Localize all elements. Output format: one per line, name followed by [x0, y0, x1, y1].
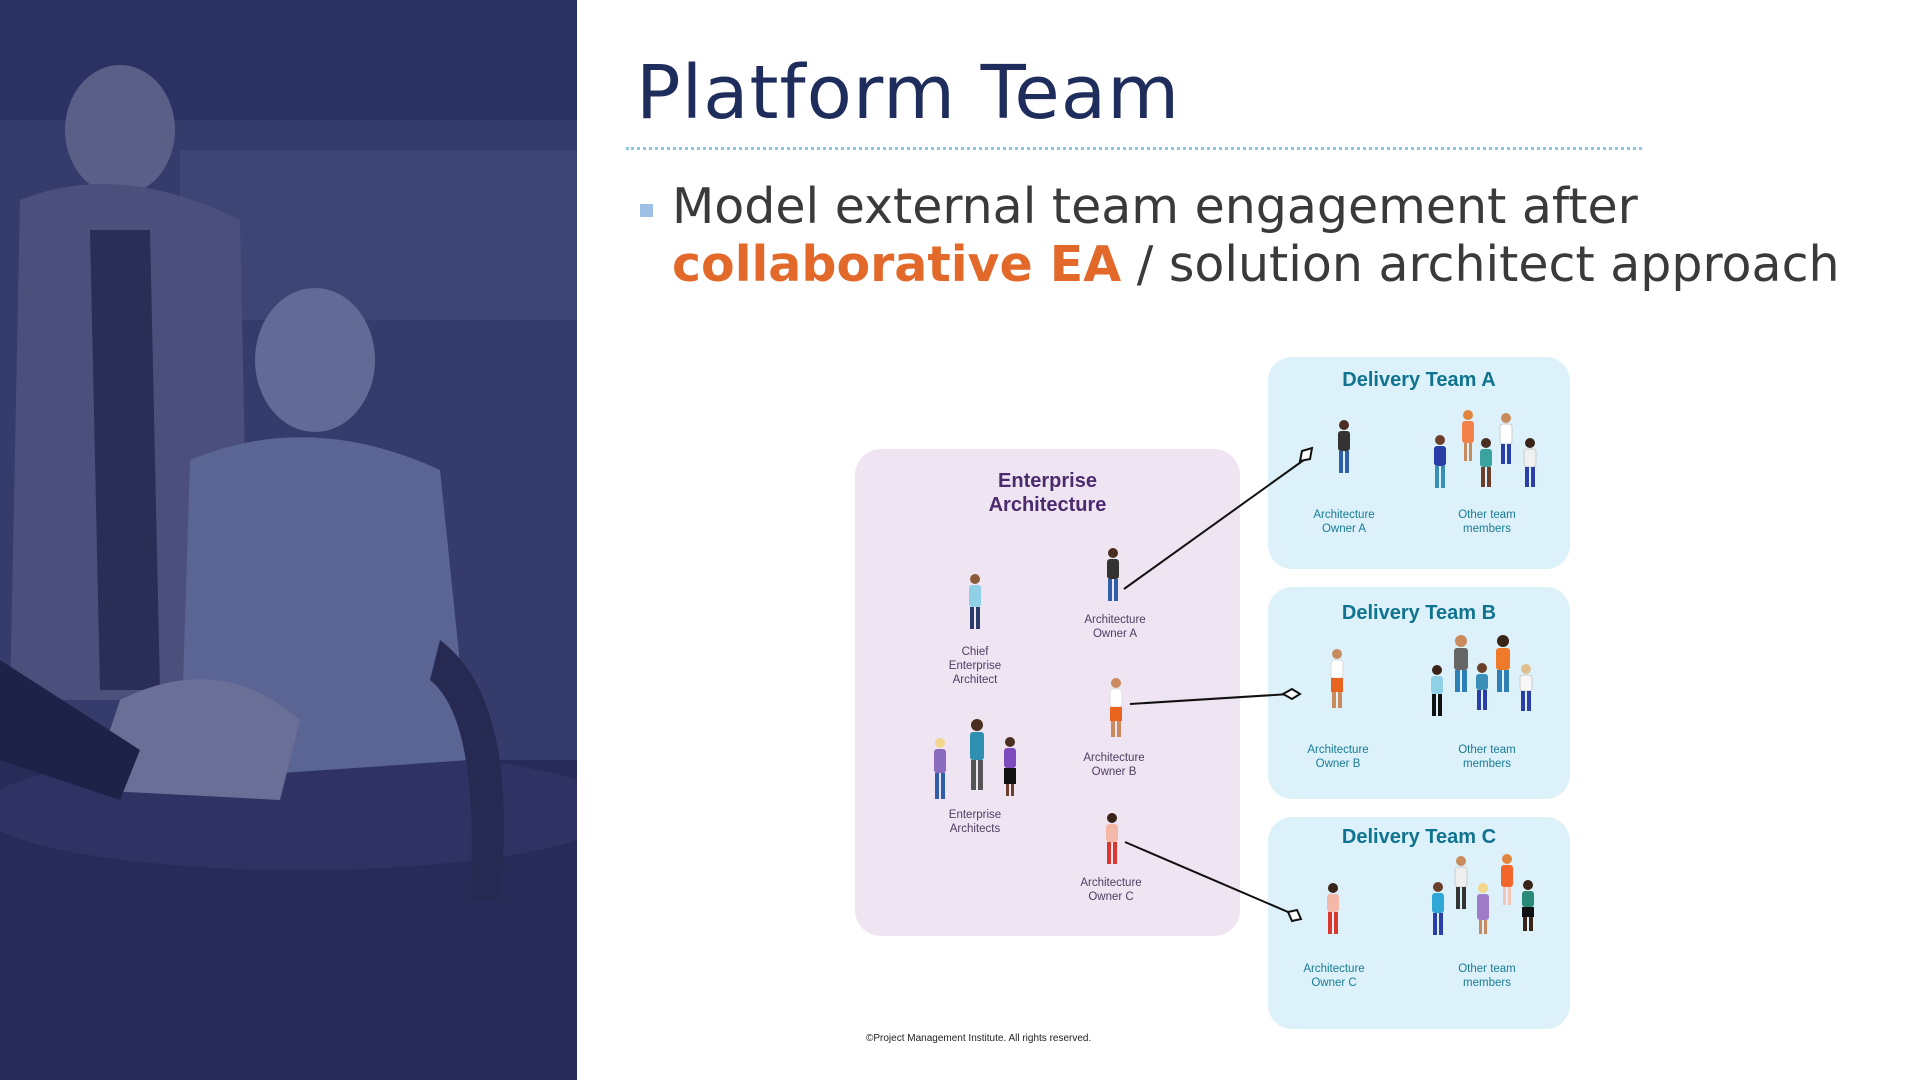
ea-title-line1: Enterprise	[998, 470, 1097, 492]
delivery-team-b-title: Delivery Team B	[1341, 602, 1497, 624]
enterprise-architects-figures	[934, 719, 1016, 799]
team-c-owner-figure	[1327, 883, 1339, 934]
delivery-team-c-title: Delivery Team C	[1341, 826, 1497, 848]
link-owner-c	[1124, 841, 1296, 916]
people-figures	[934, 410, 1537, 935]
delivery-team-c-box	[1268, 817, 1570, 1029]
enterprise-architecture-box	[855, 449, 1240, 936]
ea-diagram: Enterprise Architecture Delivery Team A …	[840, 345, 1580, 1060]
delivery-team-b-box	[1268, 587, 1570, 799]
link-owner-c-diamond	[1286, 908, 1303, 923]
team-b-owner-figure	[1330, 649, 1344, 708]
bullet-highlight: collaborative EA	[672, 236, 1122, 293]
title-divider	[626, 147, 1642, 150]
enterprise-architecture-title: Enterprise Architecture	[855, 469, 1240, 517]
ea-title-line2: Architecture	[988, 494, 1107, 516]
bullet-text: Model external team engagement after col…	[672, 178, 1872, 294]
chief-architect-figure	[969, 574, 981, 629]
bullet-text-before: Model external team engagement after	[672, 178, 1638, 235]
owner-a-figure-ea	[1107, 548, 1119, 601]
team-c-members-figures	[1432, 854, 1534, 935]
background-photo	[0, 0, 577, 1080]
team-b-members-figures	[1431, 635, 1533, 716]
photo-illustration	[0, 0, 577, 1080]
team-a-owner-figure	[1338, 420, 1350, 473]
link-owner-b-diamond	[1280, 687, 1302, 701]
link-owner-b	[1129, 693, 1291, 705]
delivery-team-a-title: Delivery Team A	[1342, 369, 1496, 391]
bullet-text-after: / solution architect approach	[1121, 236, 1840, 293]
link-owner-a	[1123, 456, 1309, 590]
owner-c-figure-ea	[1106, 813, 1118, 864]
team-a-members-figures	[1434, 410, 1537, 488]
slide-title: Platform Team	[636, 50, 1181, 136]
owner-b-figure-ea	[1109, 678, 1123, 737]
bullet-marker	[640, 204, 653, 217]
link-owner-a-diamond	[1298, 446, 1314, 463]
delivery-team-a-box	[1268, 357, 1570, 569]
copyright-notice: ©Project Management Institute. All right…	[866, 1033, 1092, 1044]
connection-lines	[1123, 446, 1314, 923]
